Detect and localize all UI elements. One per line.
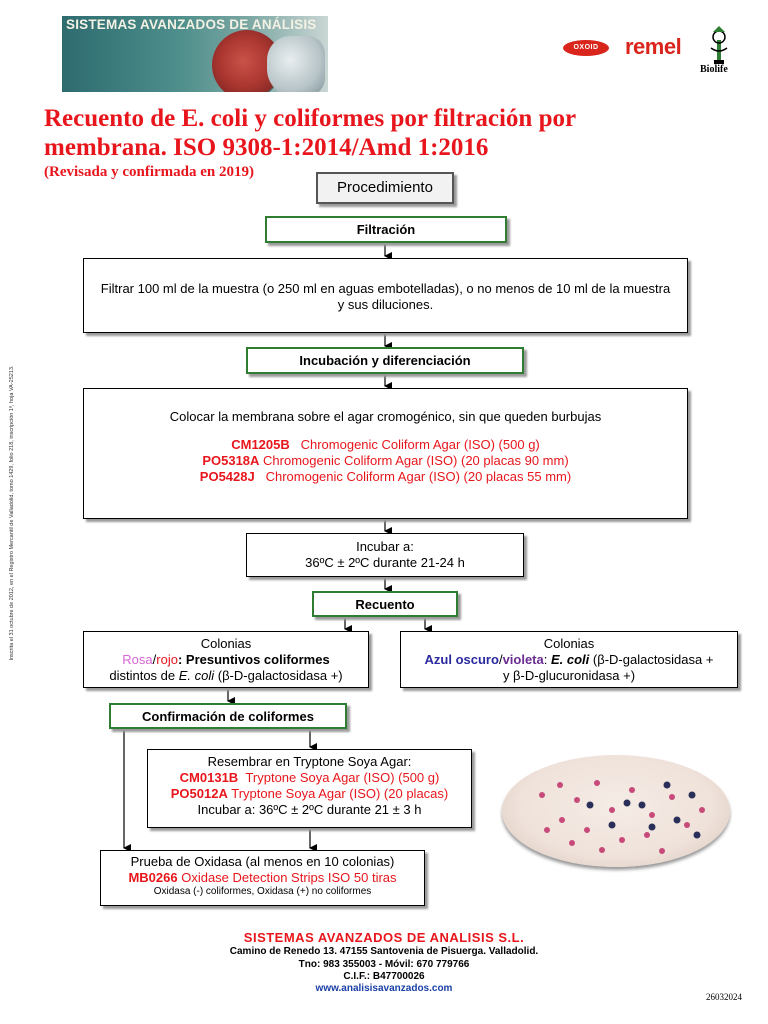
filtration-box: Filtrar 100 ml de la muestra (o 250 ml e…	[83, 258, 688, 333]
reseed-box: Resembrar en Tryptone Soya Agar: CM0131B…	[147, 749, 472, 828]
oxidase-text: Prueba de Oxidasa (al menos en 10 coloni…	[130, 854, 395, 869]
procedure-heading: Procedimiento	[316, 172, 454, 204]
page-subtitle: (Revisada y confirmada en 2019)	[44, 164, 254, 180]
colonies-right-line-1: Azul oscuro/violeta: E. coli (β-D-galact…	[401, 652, 737, 668]
filtration-text: Filtrar 100 ml de la muestra (o 250 ml e…	[100, 281, 671, 312]
species-name: E. coli	[178, 668, 215, 683]
product-line: PO5428J Chromogenic Coliform Agar (ISO) …	[84, 469, 687, 485]
product-desc: Chromogenic Coliform Agar (ISO) (20 plac…	[263, 453, 569, 468]
product-line: CM1205B Chromogenic Coliform Agar (ISO) …	[84, 437, 687, 453]
product-line: MB0266 Oxidase Detection Strips ISO 50 t…	[101, 870, 424, 886]
text-fragment: :	[543, 652, 551, 667]
product-code: PO5428J	[199, 469, 255, 484]
separator: /	[498, 652, 503, 667]
colonies-right-box: Colonias Azul oscuro/violeta: E. coli (β…	[400, 631, 738, 688]
product-code: PO5012A	[170, 786, 228, 801]
product-code: CM0131B	[179, 770, 239, 785]
oxidase-box: Prueba de Oxidasa (al menos en 10 coloni…	[100, 850, 425, 906]
petri-plate-image	[502, 755, 730, 867]
product-line: PO5318A Chromogenic Coliform Agar (ISO) …	[84, 453, 687, 469]
incubate-line-2: 36ºC ± 2ºC durante 21-24 h	[305, 555, 465, 570]
incubate-line-1: Incubar a:	[356, 539, 414, 554]
footer-company: SISTEMAS AVANZADOS DE ANALISIS S.L.	[243, 930, 525, 945]
product-desc: Tryptone Soya Agar (ISO) (500 g)	[245, 770, 440, 785]
color-blue-label: Azul oscuro	[424, 652, 499, 667]
footer-phone: Tno: 983 355003 - Móvil: 670 779766	[298, 959, 470, 970]
header-banner: SISTEMAS AVANZADOS DE ANÁLISIS	[62, 16, 328, 92]
colonies-left-title: Colonias	[200, 636, 252, 651]
product-desc: Oxidase Detection Strips ISO 50 tiras	[181, 870, 397, 885]
color-pink-label: Rosa	[122, 652, 153, 667]
gloved-hand-image	[267, 36, 325, 92]
colonies-left-line-1: Rosa/rojo: Presuntivos coliformes	[84, 652, 368, 668]
document-code: 26032024	[706, 992, 742, 1002]
footer-cif: C.I.F.: B47700026	[343, 971, 425, 982]
product-line: PO5012A Tryptone Soya Agar (ISO) (20 pla…	[148, 786, 471, 802]
oxidase-note: Oxidasa (-) coliformes, Oxidasa (+) no c…	[153, 886, 372, 897]
color-violet-label: violeta	[502, 652, 544, 667]
incubation-text: Colocar la membrana sobre el agar cromog…	[169, 409, 602, 424]
colonies-left-line-2: distintos de E. coli (β-D-galactosidasa …	[84, 668, 368, 684]
incubation-header: Incubación y diferenciación	[246, 347, 524, 374]
colonies-right-title: Colonias	[543, 636, 595, 651]
biolife-logo-icon	[710, 26, 728, 64]
count-header: Recuento	[312, 591, 458, 617]
presumptive-label: : Presuntivos coliformes	[177, 652, 330, 667]
oxoid-logo: OXOID	[563, 40, 609, 56]
footer-address: Camino de Renedo 13. 47155 Santovenia de…	[229, 946, 539, 957]
banner-text: SISTEMAS AVANZADOS DE ANÁLISIS	[66, 17, 317, 32]
text-fragment: distintos de	[109, 668, 179, 683]
text-fragment: (β-D-galactosidasa +)	[214, 668, 343, 683]
product-code: MB0266	[128, 870, 178, 885]
text-fragment: (β-D-galactosidasa +	[589, 652, 714, 667]
product-desc: Chromogenic Coliform Agar (ISO) (20 plac…	[265, 469, 572, 484]
biolife-logo-text: Biolife	[700, 64, 728, 75]
product-code: PO5318A	[202, 453, 260, 468]
title-line-1: Recuento de E. coli y coliformes por fil…	[44, 105, 577, 132]
separator: /	[152, 652, 157, 667]
incubation-box: Colocar la membrana sobre el agar cromog…	[83, 388, 688, 519]
remel-logo: remel	[625, 34, 682, 59]
page-title: Recuento de E. coli y coliformes por fil…	[44, 104, 576, 162]
title-line-2: membrana. ISO 9308-1:2014/Amd 1:2016	[44, 134, 489, 161]
product-line: CM0131B Tryptone Soya Agar (ISO) (500 g)	[148, 770, 471, 786]
product-desc: Chromogenic Coliform Agar (ISO) (500 g)	[300, 437, 540, 452]
colonies-left-box: Colonias Rosa/rojo: Presuntivos coliform…	[83, 631, 369, 688]
confirmation-header: Confirmación de coliformes	[109, 703, 347, 729]
species-name: E. coli	[550, 652, 590, 667]
product-desc: Tryptone Soya Agar (ISO) (20 placas)	[231, 786, 449, 801]
footer-website-link[interactable]: www.analisisavanzados.com	[315, 983, 453, 994]
incubate-box: Incubar a: 36ºC ± 2ºC durante 21-24 h	[246, 533, 524, 577]
product-code: CM1205B	[231, 437, 290, 452]
reseed-text: Resembrar en Tryptone Soya Agar:	[207, 754, 412, 769]
color-red-label: rojo	[156, 652, 178, 667]
colony-dots	[539, 780, 705, 854]
reseed-incubate-text: Incubar a: 36ºC ± 2ºC durante 21 ± 3 h	[197, 802, 422, 817]
filtration-header: Filtración	[265, 216, 507, 243]
colonies-right-line-2: y β-D-glucuronidasa +)	[502, 668, 636, 683]
